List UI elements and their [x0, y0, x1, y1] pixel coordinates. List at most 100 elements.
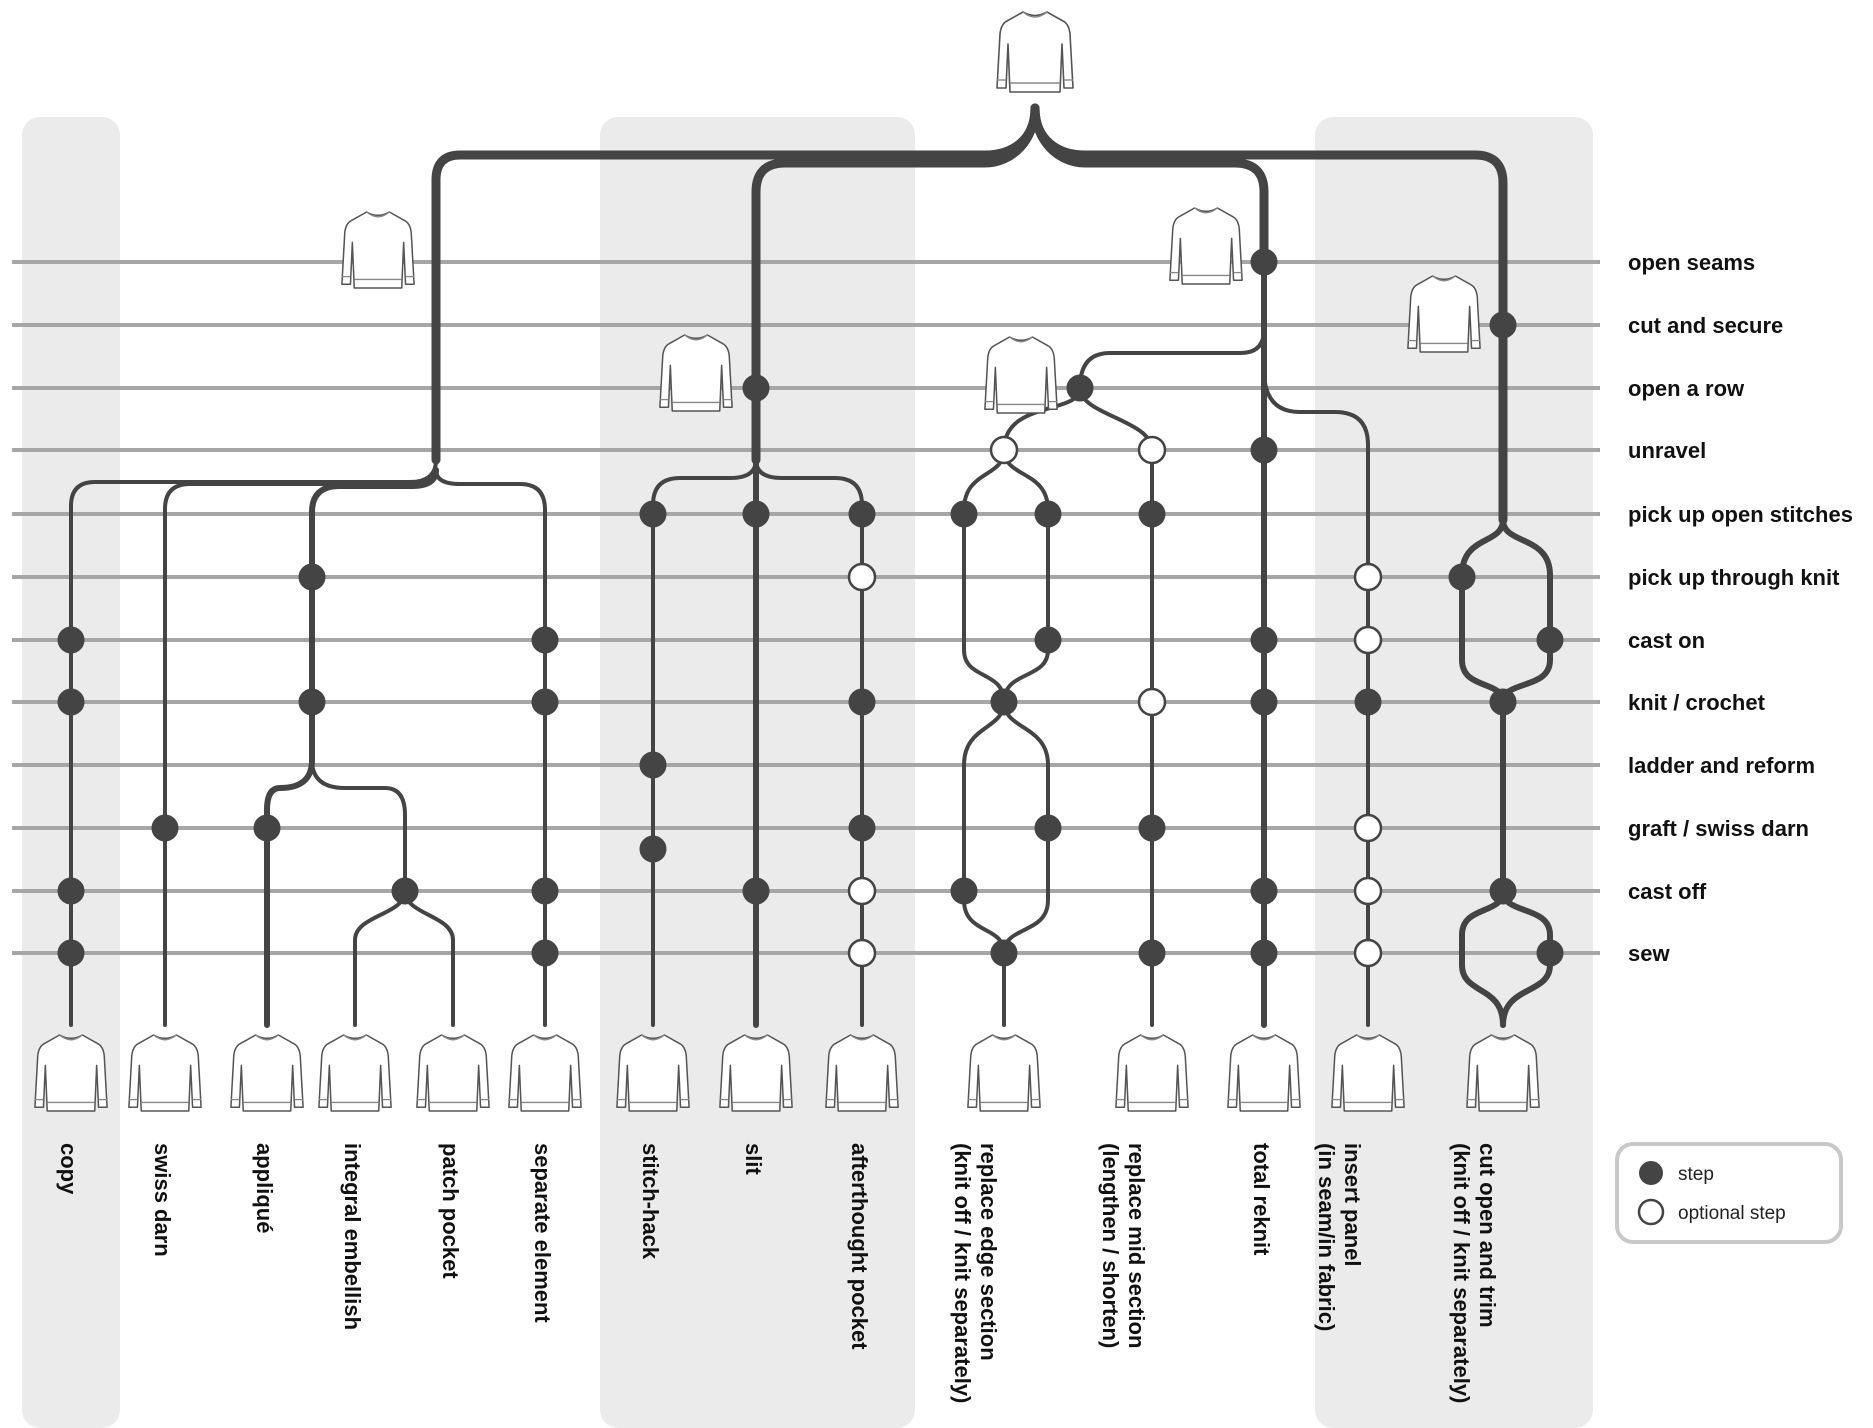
- optional-step-node: [847, 938, 877, 968]
- row-label-cast_on: cast on: [1628, 628, 1705, 653]
- sweater-icon-cut-open-trim: [1466, 1034, 1540, 1112]
- step-node: [1250, 248, 1278, 276]
- technique-label-cut-open-trim: cut open and trim(knit off / knit separa…: [1449, 1143, 1500, 1403]
- step-node: [1034, 814, 1062, 842]
- path-edge-a2: [1002, 448, 1050, 704]
- optional-step-node: [1353, 562, 1383, 592]
- process-row-lines: [12, 260, 1600, 955]
- path-trim-a2: [1500, 517, 1553, 705]
- path-separate-element: [434, 468, 547, 1027]
- optional-step-node: [847, 876, 877, 906]
- legend-step-label: step: [1678, 1164, 1714, 1185]
- step-node: [1138, 500, 1166, 528]
- optional-step-node: [1353, 813, 1383, 843]
- open-seams-sweater-icon: [1169, 207, 1243, 285]
- optional-step-node: [1137, 687, 1167, 717]
- row-label-knit: knit / crochet: [1628, 690, 1766, 715]
- technique-label-line: replace mid section: [1124, 1143, 1149, 1348]
- sweater-icon-afterthought-pocket: [825, 1034, 899, 1112]
- optional-step-node: [1353, 625, 1383, 655]
- step-node: [848, 500, 876, 528]
- step-node: [742, 374, 770, 402]
- technique-label-replace-mid: replace mid section(lengthen / shorten): [1098, 1143, 1149, 1348]
- sweater-icon-applique: [230, 1034, 304, 1112]
- step-node: [639, 500, 667, 528]
- technique-label-line: (lengthen / shorten): [1098, 1143, 1123, 1348]
- step-node: [1250, 939, 1278, 967]
- step-nodes: [57, 248, 1564, 968]
- open-seams-sweater-icon: [341, 211, 415, 289]
- technique-label-line: afterthought pocket: [847, 1143, 872, 1350]
- sweater-icon-separate-element: [508, 1034, 582, 1112]
- technique-label-line: (knit off / knit separately): [1449, 1143, 1474, 1403]
- technique-label-separate-element: separate element: [530, 1143, 555, 1323]
- technique-label-copy: copy: [56, 1143, 81, 1195]
- technique-label-line: patch pocket: [438, 1143, 463, 1279]
- step-node: [57, 877, 85, 905]
- cut-secure-sweater-icon: [1407, 275, 1481, 353]
- step-node: [1448, 563, 1476, 591]
- legend-optional-label: optional step: [1678, 1203, 1786, 1224]
- path-trim-b1: [1459, 888, 1506, 1028]
- path-copy: [69, 458, 438, 1027]
- row-label-ladder: ladder and reform: [1628, 753, 1815, 778]
- trunk-reknit: [1030, 103, 1269, 267]
- step-node: [742, 500, 770, 528]
- technique-label-integral-embellish: integral embellish: [340, 1143, 365, 1330]
- sweater-icons: [34, 11, 1540, 1112]
- trunk-mid: [751, 103, 1040, 465]
- technique-label-line: separate element: [530, 1143, 555, 1323]
- path-edge-b1: [962, 700, 1006, 955]
- sweater-icon-integral-embellish: [318, 1034, 392, 1112]
- sweater-icon-patch-pocket: [416, 1034, 490, 1112]
- step-node: [1250, 877, 1278, 905]
- sweater-icon-copy: [34, 1034, 108, 1112]
- technique-label-line: cut open and trim: [1475, 1143, 1500, 1328]
- step-node: [151, 814, 179, 842]
- step-node: [1034, 626, 1062, 654]
- step-node: [531, 626, 559, 654]
- technique-label-line: swiss darn: [150, 1143, 175, 1257]
- step-node: [391, 877, 419, 905]
- open-row-sweater-icon: [984, 336, 1058, 414]
- step-node: [1138, 814, 1166, 842]
- row-label-open_row: open a row: [1628, 376, 1745, 401]
- step-node: [1536, 939, 1564, 967]
- technique-label-patch-pocket: patch pocket: [438, 1143, 463, 1279]
- step-node: [1066, 374, 1094, 402]
- step-node: [298, 688, 326, 716]
- step-node: [1034, 500, 1062, 528]
- step-node: [531, 877, 559, 905]
- step-node: [531, 939, 559, 967]
- sweater-icon-total-reknit: [1227, 1034, 1301, 1112]
- sweater-icon-insert-panel: [1331, 1034, 1405, 1112]
- step-node: [1354, 688, 1382, 716]
- row-label-cut_secure: cut and secure: [1628, 313, 1783, 338]
- technique-label-line: total reknit: [1249, 1143, 1274, 1256]
- row-label-open_seams: open seams: [1628, 250, 1755, 275]
- row-label-unravel: unravel: [1628, 438, 1706, 463]
- step-node: [1489, 688, 1517, 716]
- row-label-cast_off: cast off: [1628, 879, 1707, 904]
- path-patch-pocket: [403, 889, 455, 1027]
- step-node: [1489, 877, 1517, 905]
- technique-label-line: (knit off / knit separately): [950, 1143, 975, 1403]
- optional-step-node: [1353, 938, 1383, 968]
- step-node: [990, 688, 1018, 716]
- sweater-icon-slit: [719, 1034, 793, 1112]
- technique-label-line: replace edge section: [976, 1143, 1001, 1361]
- technique-label-line: integral embellish: [340, 1143, 365, 1330]
- step-node: [57, 688, 85, 716]
- step-node: [531, 688, 559, 716]
- step-node: [639, 751, 667, 779]
- row-labels: open seams cut and secure open a row unrave…: [1628, 250, 1853, 966]
- technique-label-line: (in seam/in fabric): [1314, 1143, 1339, 1331]
- optional-step-node: [1353, 876, 1383, 906]
- legend-optional-marker: [1637, 1198, 1665, 1226]
- step-node: [1138, 939, 1166, 967]
- technique-label-swiss-darn: swiss darn: [150, 1143, 175, 1257]
- root-sweater-icon: [996, 11, 1074, 93]
- sweater-icon-stitch-hack: [616, 1034, 690, 1112]
- step-node: [1250, 626, 1278, 654]
- technique-label-line: appliqué: [252, 1143, 277, 1233]
